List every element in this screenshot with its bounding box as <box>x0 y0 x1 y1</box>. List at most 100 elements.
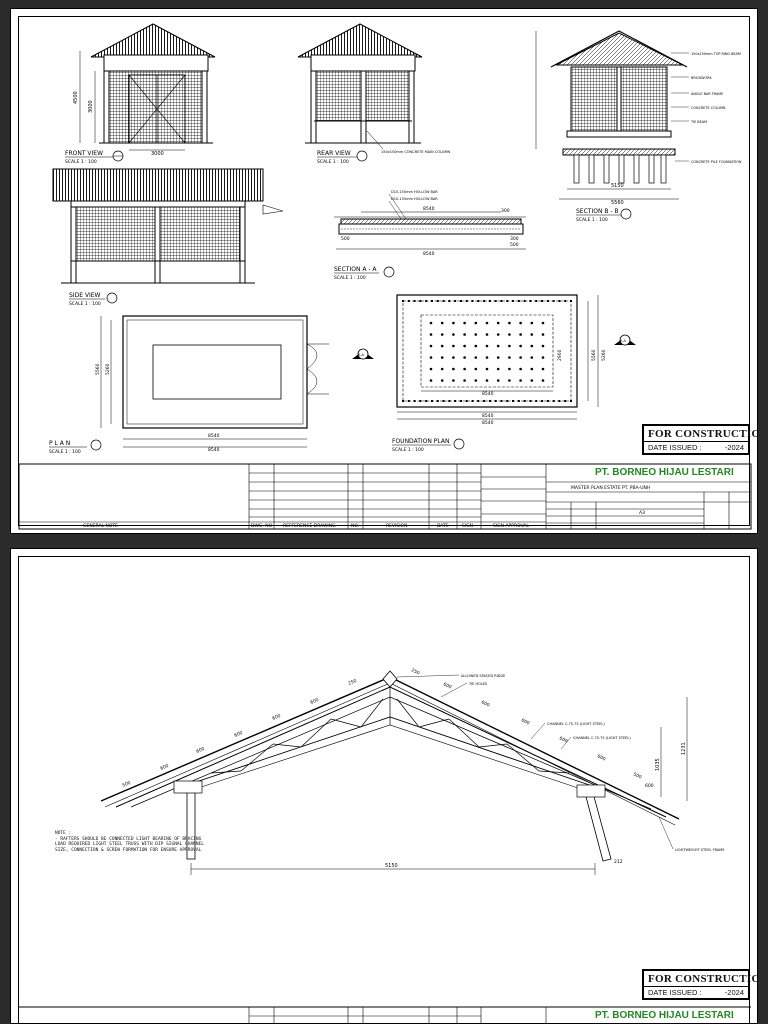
pile-marker <box>496 356 500 359</box>
truss-detail: 5150 1035 1231 212 600 50060060060060060… <box>100 667 725 875</box>
edge-pile-marker <box>477 400 480 402</box>
for-construction-title: FOR CONSTRUCTION <box>644 971 757 987</box>
pile-marker <box>541 379 545 382</box>
pile-marker <box>508 367 511 371</box>
edge-pile-marker <box>419 400 422 402</box>
view-marker-icon <box>106 292 118 304</box>
truss-top-dim: 600 <box>233 730 243 739</box>
edge-pile-marker <box>413 400 416 402</box>
pile-marker <box>541 356 545 359</box>
foundation-title: FOUNDATION PLAN <box>392 438 449 445</box>
edge-pile-marker <box>529 400 532 402</box>
edge-pile-marker <box>483 300 486 302</box>
sheet-border <box>18 16 750 526</box>
edge-pile-marker <box>430 300 433 302</box>
pile-marker <box>519 356 522 359</box>
pile-marker <box>530 367 534 371</box>
truss-callout: ALLOWED SPACED RIDGE <box>461 674 505 678</box>
date-issued-value: -2024 <box>724 443 744 452</box>
pile-marker <box>463 333 466 336</box>
pile-marker <box>440 344 444 348</box>
pile-marker <box>530 379 534 382</box>
table-header: REFFERENCE DRAWING <box>283 523 336 529</box>
edge-pile-marker <box>541 300 544 302</box>
foundation-plan: 8540 8540 8540 5560 5260 2900 FOUNDATION… <box>352 294 636 453</box>
truss-top-dim: 600 <box>596 753 606 762</box>
truss-height-dim: 1035 <box>655 758 661 771</box>
pile-marker <box>485 321 489 325</box>
truss-small-dim: 600 <box>645 783 654 789</box>
edge-pile-marker <box>506 400 509 402</box>
pile-marker <box>452 333 455 336</box>
view-marker-icon <box>90 439 102 451</box>
plan-title: P L A N <box>49 440 70 447</box>
truss-top-dim: 250 <box>347 678 357 687</box>
pile-marker <box>541 344 545 348</box>
edge-pile-marker <box>459 400 462 402</box>
sheet-border <box>18 556 750 1023</box>
edge-pile-marker <box>407 400 410 402</box>
pile-marker <box>429 367 433 371</box>
pile-marker <box>463 367 466 371</box>
view-marker-icon <box>383 266 395 278</box>
pile-marker <box>429 333 433 336</box>
pile-marker <box>452 379 455 382</box>
pile-marker <box>440 356 444 359</box>
pile-marker <box>485 379 489 382</box>
edge-pile-marker <box>512 300 515 302</box>
front-view-scale: SCALE 1 : 100 <box>65 159 97 165</box>
for-construction-stamp: FOR CONSTRUCTION DATE ISSUED : -2024 <box>642 969 757 1000</box>
edge-pile-marker <box>546 400 549 402</box>
callout: ANGLE BAR FRAME <box>691 92 723 96</box>
edge-pile-marker <box>535 400 538 402</box>
drawing-sheet-1: 4500 3000 3000 FRONT VIEW SCALE 1 : 100 … <box>10 8 758 534</box>
section-marker-left: A-A <box>352 348 374 360</box>
pile-marker <box>541 333 545 336</box>
rear-note: 150x150mm CONCRETE MAIN COLUMN <box>381 150 450 154</box>
edge-pile-marker <box>564 400 567 402</box>
truss-span: 5150 <box>385 863 398 869</box>
front-view: 4500 3000 3000 FRONT VIEW SCALE 1 : 100 <box>65 23 216 165</box>
pile-marker <box>530 356 534 359</box>
section-b-view: 5150 5560 150x150mm TOP RING BEAM BRICKW… <box>535 30 742 223</box>
pile-marker <box>463 321 466 325</box>
section-b-dim-b: 5560 <box>611 200 624 206</box>
top-dimension-labels: 5006006006006006002502506006006006006005… <box>121 667 642 788</box>
edge-pile-marker <box>407 300 410 302</box>
dim: 300 <box>501 208 510 214</box>
date-issued-label: DATE ISSUED : <box>648 988 702 997</box>
pile-marker <box>485 356 489 359</box>
pile-marker <box>508 356 511 359</box>
pile-marker <box>474 344 478 348</box>
pile-marker <box>496 344 500 348</box>
pile-marker <box>440 379 444 382</box>
edge-pile-marker <box>541 400 544 402</box>
side-view: SIDE VIEW SCALE 1 : 100 <box>52 168 284 307</box>
truss-note-line: SIZE, CONNECTION & SCREW FORMATION FOR E… <box>55 847 202 853</box>
edge-pile-marker <box>402 400 404 402</box>
pile-grid <box>402 300 572 402</box>
date-issued-label: DATE ISSUED : <box>648 443 702 452</box>
edge-pile-marker <box>523 300 526 302</box>
foundation-dim: 8540 <box>482 391 494 397</box>
edge-pile-marker <box>552 400 555 402</box>
edge-pile-marker <box>558 300 561 302</box>
truss-top-dim: 600 <box>309 697 319 706</box>
edge-pile-marker <box>448 300 451 302</box>
pile-marker <box>496 333 500 336</box>
truss-note-line: LOAD REQUIRED LIGHT STEEL TRUSS WITH DIP… <box>55 842 205 847</box>
pile-marker <box>429 344 433 348</box>
edge-pile-marker <box>488 400 491 402</box>
edge-pile-marker <box>465 400 468 402</box>
pile-marker <box>519 344 522 348</box>
section-b-title: SECTION B - B <box>576 208 619 215</box>
dim: 500 <box>510 242 519 248</box>
dim: 300 <box>510 236 519 242</box>
section-b-scale: SCALE 1 : 100 <box>576 217 608 223</box>
pile-marker <box>541 367 545 371</box>
truss-top-dim: 500 <box>632 771 642 780</box>
edge-pile-marker <box>425 400 428 402</box>
for-construction-stamp: FOR CONSTRUCTION DATE ISSUED : -2024 <box>642 424 757 455</box>
truss-top-dim: 600 <box>195 746 205 755</box>
edge-pile-marker <box>454 400 457 402</box>
